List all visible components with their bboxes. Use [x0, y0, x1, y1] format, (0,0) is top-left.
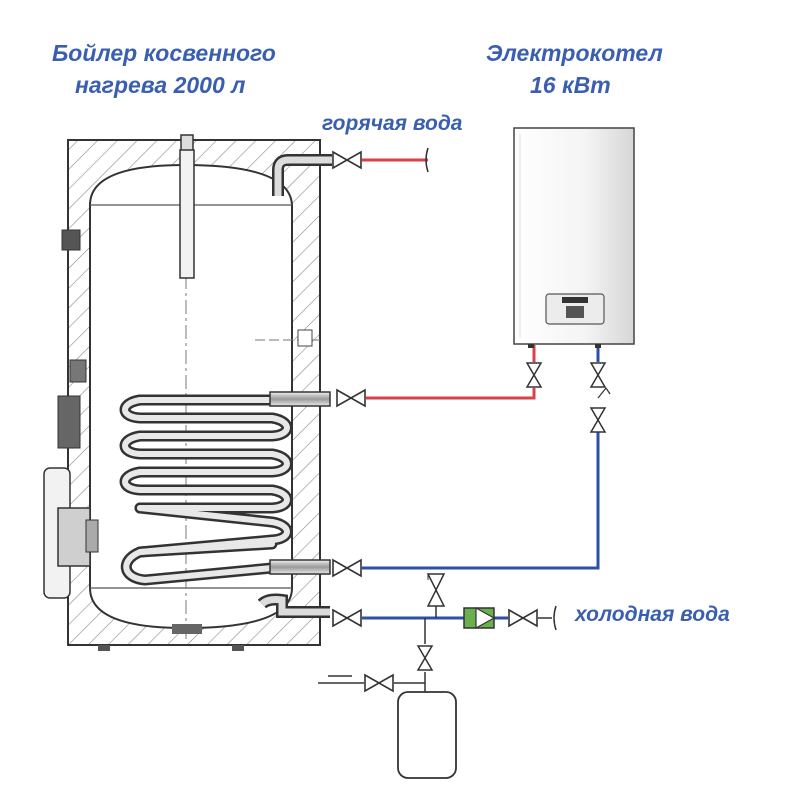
boiler-return-valve — [590, 362, 606, 388]
hot-water-valve — [332, 151, 362, 169]
pipelines — [318, 147, 600, 692]
boiler-supply-valve — [526, 362, 542, 388]
boiler-title-line2: нагрева 2000 л — [75, 72, 246, 98]
hot-water-label: горячая вода — [322, 112, 463, 135]
electric-boiler-title-line1: Электрокотел — [486, 40, 663, 66]
cold-main-valve — [508, 609, 538, 627]
electric-boiler-unit — [513, 127, 635, 348]
supply-pipe — [366, 388, 536, 400]
boiler-return-valve-2 — [590, 407, 606, 433]
expansion-tank — [397, 691, 457, 779]
return-pipe — [362, 432, 600, 570]
cold-inlet-valve — [332, 609, 362, 627]
electric-boiler-title-line2: 16 кВт — [530, 72, 611, 98]
supply-valve — [336, 389, 366, 407]
boiler-nozzles — [257, 154, 332, 618]
return-valve — [332, 559, 362, 577]
boiler-title-line1: Бойлер косвенного — [52, 40, 276, 66]
heat-exchanger-coil — [119, 394, 293, 586]
valves — [332, 151, 611, 692]
expansion-tank-valve — [417, 645, 433, 671]
drain-valve — [364, 674, 394, 692]
cold-water-label: холодная вода — [575, 603, 730, 626]
